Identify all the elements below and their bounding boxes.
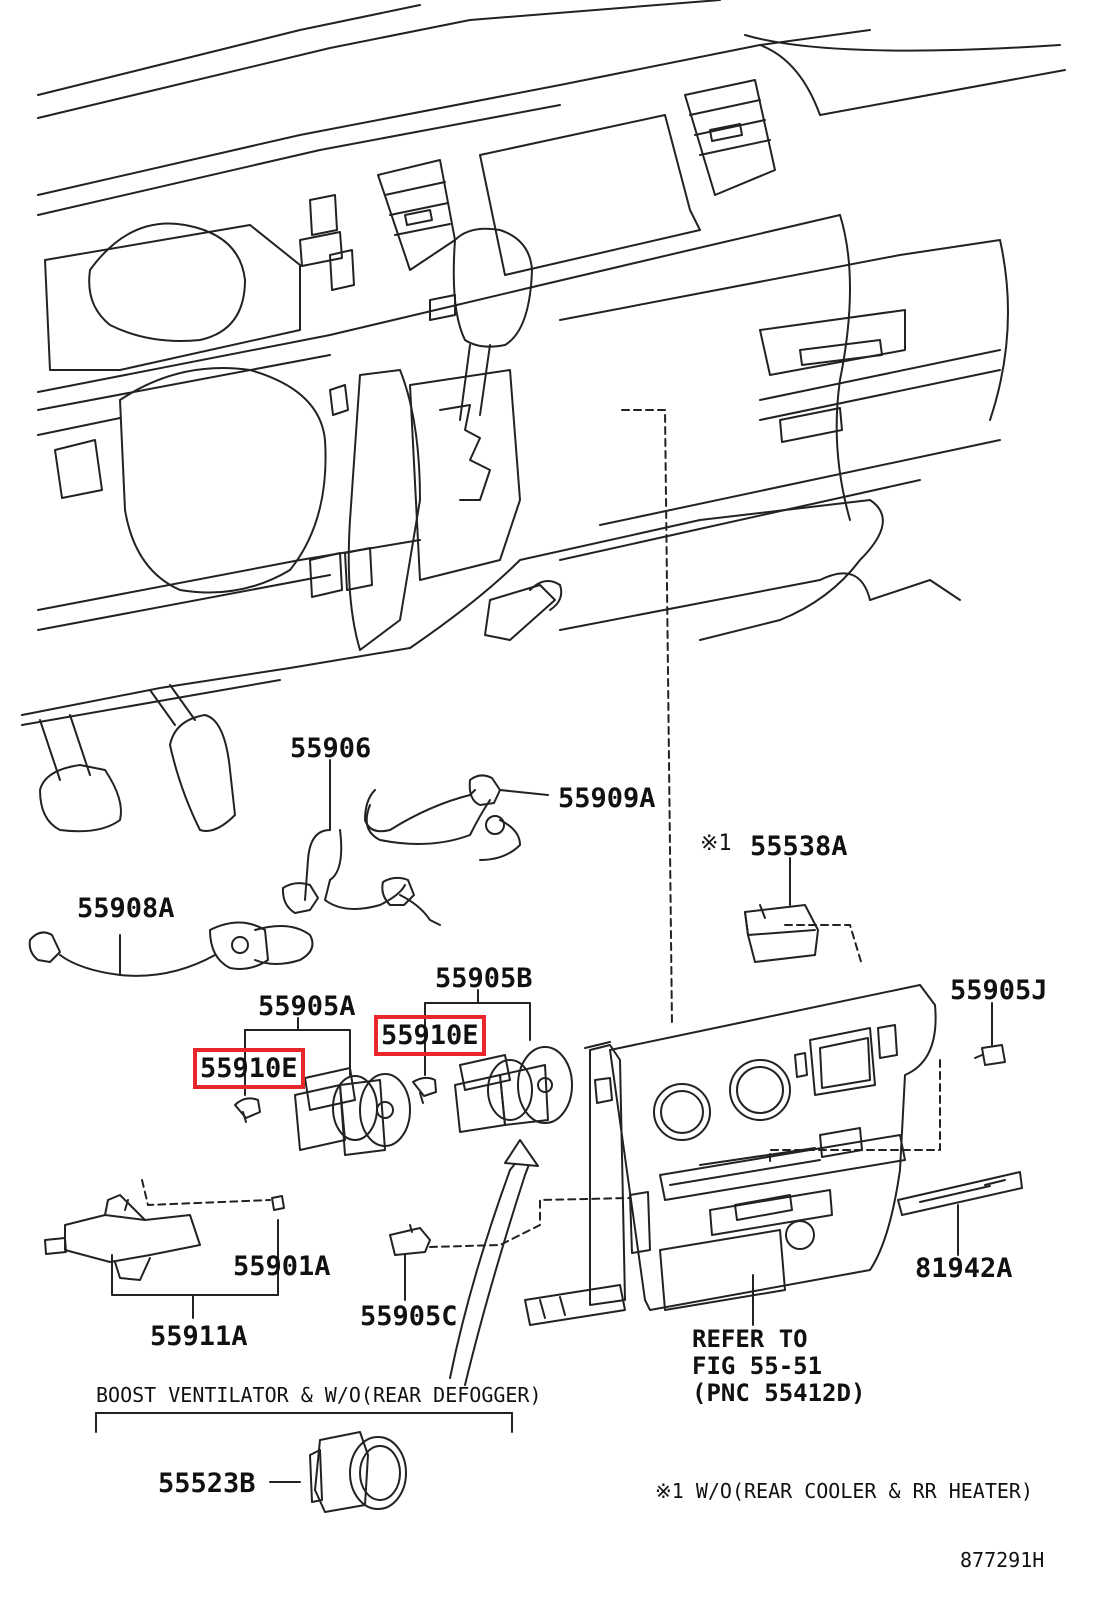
indicator-arrow <box>449 1139 539 1386</box>
part-label-55538a: 55538A <box>750 831 848 862</box>
instrument-cluster <box>44 194 355 371</box>
left-control-knob <box>234 1067 411 1156</box>
boost-note-bracket <box>95 1412 513 1433</box>
refer-line-1: REFER TO <box>692 1325 808 1353</box>
figure-code: 877291H <box>960 1548 1045 1572</box>
part-label-55901a: 55901A <box>233 1251 331 1282</box>
connectors <box>28 774 549 970</box>
switch-assembly-55911a <box>44 1194 285 1281</box>
part-label-55905b: 55905B <box>435 963 533 994</box>
switch-55523b <box>309 1431 407 1513</box>
wire-harnesses <box>59 759 521 977</box>
part-label-55909a: 55909A <box>558 783 656 814</box>
leader-lines <box>111 857 993 1483</box>
part-label-81942a: 81942A <box>915 1253 1013 1284</box>
note-mark-55538a: ※1 <box>700 831 732 856</box>
refer-line-3: (PNC 55412D) <box>692 1379 866 1407</box>
pedals <box>39 684 236 833</box>
right-control-knob <box>412 1046 573 1133</box>
switch-55538a <box>744 904 819 963</box>
steering-column-area <box>54 367 421 651</box>
footnote-1: ※1 W/O(REAR COOLER & RR HEATER) <box>655 1479 1033 1503</box>
part-label-55910e-right: 55910E <box>374 1015 486 1056</box>
part-label-55905j: 55905J <box>950 975 1048 1006</box>
clip-55905j <box>974 1044 1006 1066</box>
part-label-55523b: 55523B <box>158 1468 256 1499</box>
part-label-55906: 55906 <box>290 733 372 764</box>
center-vents <box>377 79 776 321</box>
part-label-55911a: 55911A <box>150 1321 248 1352</box>
part-label-55910e-left: 55910E <box>193 1048 305 1089</box>
dashboard-outline <box>21 0 1066 726</box>
gear-shifter <box>409 227 563 641</box>
part-label-55905a: 55905A <box>258 991 356 1022</box>
boost-ventilator-note: BOOST VENTILATOR & W/O(REAR DEFOGGER) <box>96 1383 542 1407</box>
refer-line-2: FIG 55-51 <box>692 1352 823 1380</box>
part-label-55908a: 55908A <box>77 893 175 924</box>
ornament-strip <box>897 1171 1023 1216</box>
part-label-55905c: 55905C <box>360 1301 458 1332</box>
center-cluster-panel <box>524 984 937 1326</box>
clip-55905c <box>389 1224 431 1256</box>
